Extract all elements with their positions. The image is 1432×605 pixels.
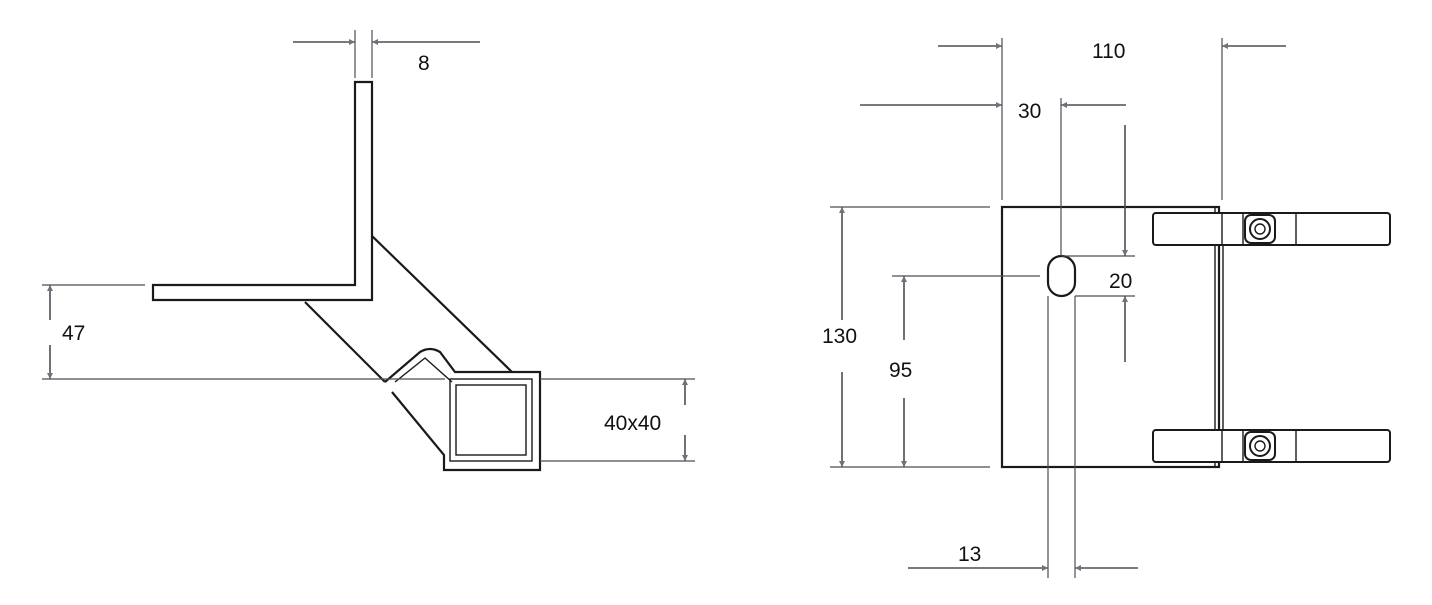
dim-label-slot-height: 20 <box>1109 270 1132 293</box>
bolt-icon <box>1249 435 1271 457</box>
dimension-slot-offset-y: 95 <box>889 275 1040 467</box>
dimension-slot-offset-x: 30 <box>860 98 1126 256</box>
square-tube-clamp <box>384 347 542 472</box>
dim-label-overall-width: 110 <box>1092 40 1125 63</box>
dimension-offset-height: 47 <box>42 284 445 380</box>
diagonal-arm-lower <box>304 301 386 383</box>
square-tube-inner <box>455 384 527 456</box>
right-view: 110 30 20 130 <box>822 38 1391 578</box>
dim-label-plate-thickness: 8 <box>418 52 430 75</box>
dim-label-overall-height: 130 <box>822 325 857 348</box>
upper-clamp <box>1152 212 1391 246</box>
dim-label-slot-width: 13 <box>958 543 981 566</box>
dimension-slot-height: 20 <box>1062 125 1135 362</box>
dim-label-offset-height: 47 <box>62 322 85 345</box>
dimension-tube-size: 40x40 <box>540 378 695 462</box>
diagonal-arm <box>371 235 513 373</box>
dimension-plate-thickness: 8 <box>293 30 480 78</box>
lower-clamp <box>1152 429 1391 463</box>
angle-plate <box>151 80 374 302</box>
mounting-slot <box>1046 254 1077 298</box>
dim-label-tube-size: 40x40 <box>604 412 661 435</box>
left-view: 8 47 40x40 <box>42 30 695 472</box>
dim-label-slot-offset-x: 30 <box>1018 100 1041 123</box>
dimension-overall-width: 110 <box>938 38 1286 200</box>
mounting-plate <box>1000 205 1221 469</box>
square-tube <box>449 378 533 462</box>
dimension-slot-width: 13 <box>908 296 1138 578</box>
clamp-lip <box>394 357 453 383</box>
bolt-icon <box>1249 218 1271 240</box>
dimension-overall-height: 130 <box>822 206 990 468</box>
dim-label-slot-offset-y: 95 <box>889 359 912 382</box>
